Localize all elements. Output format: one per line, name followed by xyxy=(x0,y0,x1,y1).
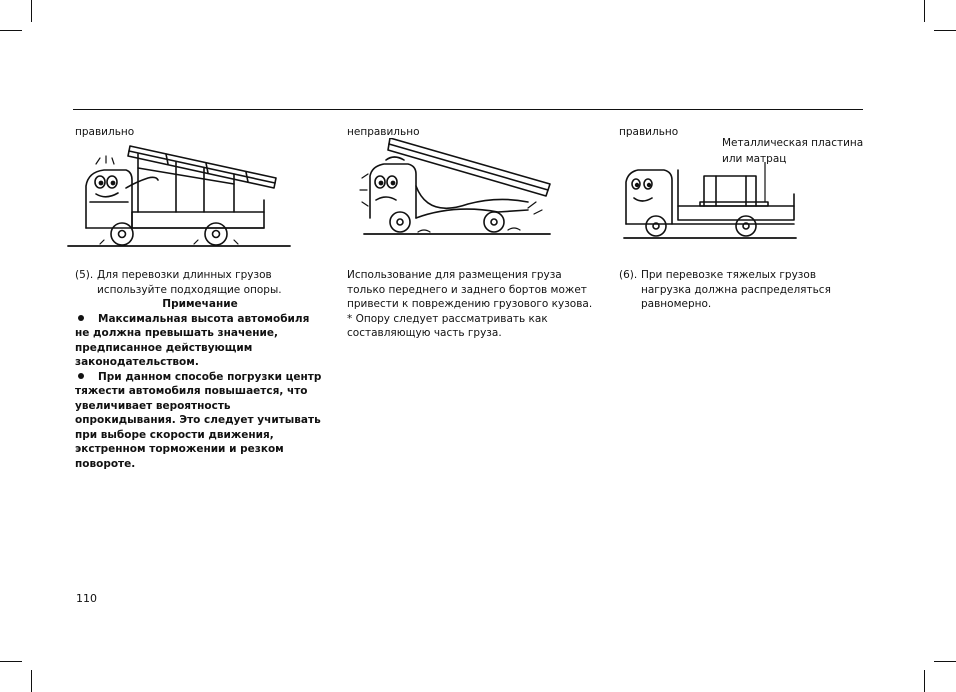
truck-long-cargo-illustration xyxy=(67,145,291,247)
note-bullet: Максимальная высота автомобиля не должна… xyxy=(75,312,325,370)
item-text: Для перевозки длинных грузов используйте… xyxy=(97,269,282,296)
bullet-text: Максимальная высота автомобиля не должна… xyxy=(75,312,310,369)
crop-mark xyxy=(924,0,925,22)
column-right: (6). При перевозке тяжелых грузов нагруз… xyxy=(619,268,864,312)
crop-mark xyxy=(0,661,22,662)
numbered-item-5: (5). Для перевозки длинных грузов исполь… xyxy=(75,268,325,297)
paragraph-note: * Опору следует рассматривать как состав… xyxy=(347,312,548,340)
label-incorrect-middle: неправильно xyxy=(347,126,420,138)
crop-mark xyxy=(0,30,22,31)
label-correct-left: правильно xyxy=(75,126,135,138)
crop-mark xyxy=(924,670,925,692)
item-text: При перевозке тяжелых грузов нагрузка до… xyxy=(641,269,831,310)
bullet-dot xyxy=(78,315,84,321)
page-number: 110 xyxy=(76,592,97,605)
truck-even-load-illustration xyxy=(623,162,797,239)
annotation: Металлическая пластина или матрац xyxy=(722,135,863,167)
header-rule xyxy=(73,109,863,110)
column-middle: Использование для размещения груза тольк… xyxy=(347,268,597,341)
note-bullet: При данном способе погрузки центр тяжест… xyxy=(75,370,325,472)
annotation-line-1: Металлическая пластина xyxy=(722,137,864,149)
crop-mark xyxy=(31,0,32,22)
crop-mark xyxy=(31,670,32,692)
item-number: (6). xyxy=(619,269,638,281)
truck-damaged-bed-illustration xyxy=(359,138,551,235)
crop-mark xyxy=(934,661,956,662)
label-correct-right: правильно xyxy=(619,126,679,138)
crop-mark xyxy=(934,30,956,31)
paragraph: Использование для размещения груза тольк… xyxy=(347,269,593,310)
bullet-text: При данном способе погрузки центр тяжест… xyxy=(75,370,322,470)
bullet-dot xyxy=(78,373,84,379)
annotation-line-2: или матрац xyxy=(722,153,787,165)
numbered-item-6: (6). При перевозке тяжелых грузов нагруз… xyxy=(619,268,864,312)
item-number: (5). xyxy=(75,269,94,281)
column-left: (5). Для перевозки длинных грузов исполь… xyxy=(75,268,325,471)
note-title: Примечание xyxy=(162,298,238,310)
